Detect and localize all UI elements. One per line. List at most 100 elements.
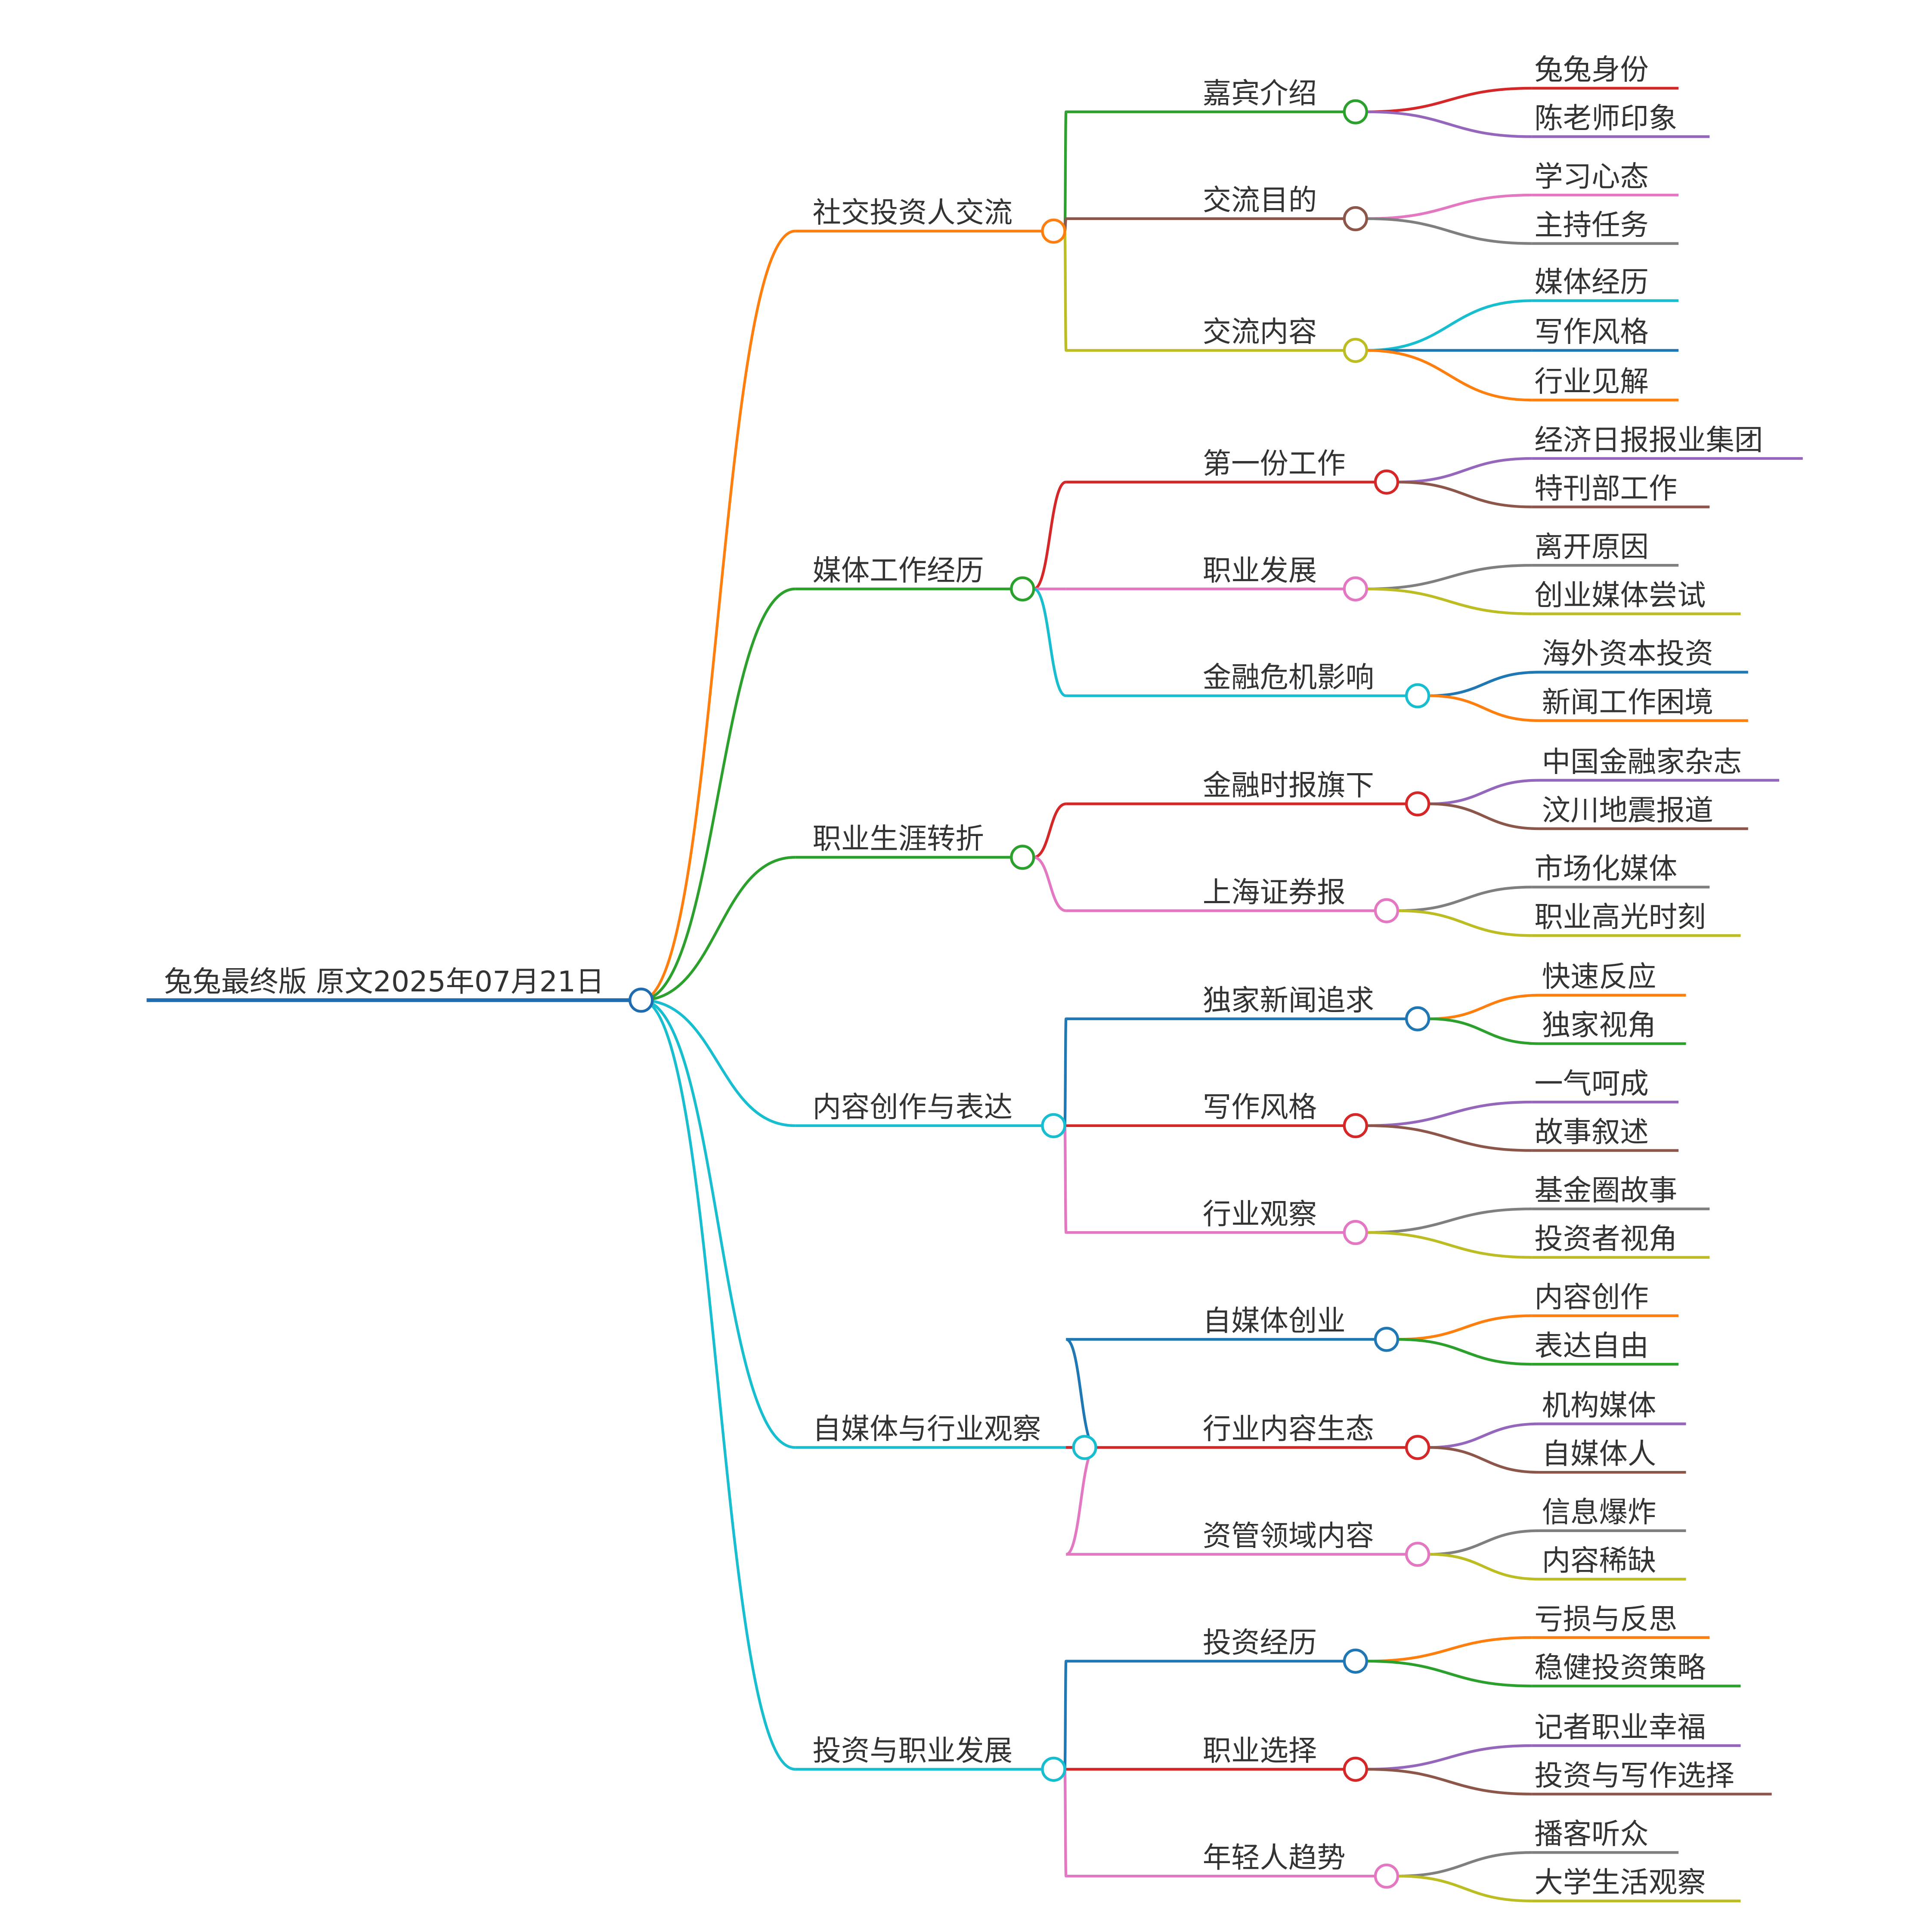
leaf-edge <box>1366 587 1532 615</box>
topic-label[interactable]: 自媒体创业 <box>1203 1304 1346 1338</box>
leaf-label[interactable]: 表达自由 <box>1534 1329 1649 1362</box>
leaf-label[interactable]: 经济日报报业集团 <box>1534 423 1763 457</box>
leaf-edge <box>1366 299 1532 352</box>
branch-label[interactable]: 内容创作与表达 <box>813 1090 1013 1124</box>
leaf-edge <box>1366 1660 1532 1687</box>
leaf-label[interactable]: 稳健投资策略 <box>1534 1650 1706 1684</box>
topic-label[interactable]: 独家新闻追求 <box>1203 983 1374 1017</box>
topic-collapse-knob[interactable] <box>1405 1435 1430 1460</box>
leaf-label[interactable]: 独家视角 <box>1542 1008 1656 1042</box>
leaf-edge <box>1429 1553 1539 1581</box>
branch-collapse-knob[interactable] <box>1041 218 1066 244</box>
topic-collapse-knob[interactable] <box>1405 1006 1430 1031</box>
topic-label[interactable]: 投资经历 <box>1203 1626 1317 1660</box>
topic-collapse-knob[interactable] <box>1374 1863 1399 1889</box>
leaf-label[interactable]: 播客听众 <box>1534 1817 1649 1851</box>
branch-edge <box>641 856 796 1002</box>
topic-collapse-knob[interactable] <box>1374 898 1399 923</box>
leaf-label[interactable]: 学习心态 <box>1534 160 1649 193</box>
leaf-edge <box>1366 1768 1532 1796</box>
topic-collapse-knob[interactable] <box>1374 1327 1399 1352</box>
leaf-label[interactable]: 兔兔身份 <box>1534 53 1649 87</box>
root-collapse-knob[interactable] <box>629 988 654 1013</box>
root-label[interactable]: 兔兔最终版 原文2025年07月21日 <box>164 965 604 998</box>
topic-label[interactable]: 交流目的 <box>1203 183 1317 217</box>
topic-edge <box>1063 1017 1068 1127</box>
leaf-label[interactable]: 亏损与反思 <box>1534 1602 1677 1636</box>
topic-collapse-knob[interactable] <box>1343 1113 1368 1139</box>
topic-label[interactable]: 行业内容生态 <box>1203 1412 1374 1446</box>
topic-collapse-knob[interactable] <box>1343 337 1368 363</box>
branch-collapse-knob[interactable] <box>1010 845 1035 870</box>
leaf-label[interactable]: 离开原因 <box>1534 530 1649 564</box>
topic-label[interactable]: 第一份工作 <box>1203 447 1346 480</box>
topic-edge <box>1033 856 1066 912</box>
topic-collapse-knob[interactable] <box>1405 683 1430 709</box>
topic-label[interactable]: 金融时报旗下 <box>1203 768 1374 802</box>
leaf-label[interactable]: 自媒体人 <box>1542 1437 1656 1471</box>
branch-collapse-knob[interactable] <box>1041 1113 1066 1139</box>
branch-label[interactable]: 媒体工作经历 <box>813 554 984 587</box>
topic-collapse-knob[interactable] <box>1405 791 1430 817</box>
topic-collapse-knob[interactable] <box>1374 469 1399 495</box>
leaf-label[interactable]: 快速反应 <box>1542 960 1656 994</box>
topic-label[interactable]: 金融危机影响 <box>1203 660 1374 694</box>
topic-label[interactable]: 年轻人趋势 <box>1203 1841 1346 1874</box>
topic-label[interactable]: 交流内容 <box>1203 315 1317 349</box>
topic-collapse-knob[interactable] <box>1343 1756 1368 1782</box>
topic-edge <box>1063 229 1068 352</box>
leaf-label[interactable]: 大学生活观察 <box>1534 1866 1706 1899</box>
topic-collapse-knob[interactable] <box>1343 1648 1368 1674</box>
branch-collapse-knob[interactable] <box>1041 1756 1066 1782</box>
leaf-label[interactable]: 中国金融家杂志 <box>1542 745 1742 778</box>
leaf-label[interactable]: 基金圈故事 <box>1534 1173 1677 1207</box>
leaf-edge <box>1397 1314 1532 1341</box>
leaf-edge <box>1429 779 1539 805</box>
leaf-label[interactable]: 创业媒体尝试 <box>1534 579 1706 612</box>
leaf-label[interactable]: 投资者视角 <box>1534 1222 1677 1256</box>
topic-label[interactable]: 资管领域内容 <box>1203 1519 1374 1552</box>
leaf-label[interactable]: 故事叙述 <box>1534 1115 1649 1149</box>
leaf-label[interactable]: 写作风格 <box>1534 315 1649 349</box>
leaf-label[interactable]: 海外资本投资 <box>1542 637 1713 670</box>
topic-label[interactable]: 行业观察 <box>1203 1197 1317 1231</box>
leaf-label[interactable]: 一气呵成 <box>1534 1067 1649 1100</box>
leaf-edge <box>1366 1208 1532 1234</box>
leaf-edge <box>1366 193 1532 220</box>
topic-collapse-knob[interactable] <box>1405 1542 1430 1567</box>
leaf-label[interactable]: 市场化媒体 <box>1534 852 1677 886</box>
leaf-label[interactable]: 机构媒体 <box>1542 1388 1656 1422</box>
topic-label[interactable]: 嘉宾介绍 <box>1203 77 1317 110</box>
topic-label[interactable]: 职业发展 <box>1203 554 1317 587</box>
leaf-edge <box>1429 994 1539 1020</box>
leaf-label[interactable]: 媒体经历 <box>1534 265 1649 299</box>
topic-collapse-knob[interactable] <box>1343 206 1368 232</box>
topic-edge <box>1033 480 1067 591</box>
leaf-label[interactable]: 投资与写作选择 <box>1534 1759 1734 1792</box>
topic-collapse-knob[interactable] <box>1343 1220 1368 1245</box>
leaf-label[interactable]: 行业见解 <box>1534 365 1649 398</box>
topic-label[interactable]: 职业选择 <box>1203 1734 1317 1768</box>
leaf-label[interactable]: 内容稀缺 <box>1542 1544 1656 1577</box>
topic-collapse-knob[interactable] <box>1343 576 1368 602</box>
leaf-edge <box>1366 217 1532 245</box>
branch-label[interactable]: 社交投资人交流 <box>813 196 1013 229</box>
leaf-label[interactable]: 内容创作 <box>1534 1280 1649 1314</box>
leaf-label[interactable]: 陈老师印象 <box>1534 101 1677 135</box>
leaf-label[interactable]: 记者职业幸福 <box>1534 1710 1706 1744</box>
topic-label[interactable]: 写作风格 <box>1203 1090 1317 1124</box>
leaf-label[interactable]: 新闻工作困境 <box>1542 685 1713 719</box>
branch-label[interactable]: 职业生涯转折 <box>813 822 984 855</box>
leaf-label[interactable]: 职业高光时刻 <box>1534 900 1706 934</box>
leaf-label[interactable]: 主持任务 <box>1534 208 1649 242</box>
leaf-label[interactable]: 特刊部工作 <box>1534 471 1677 505</box>
branch-collapse-knob[interactable] <box>1010 576 1035 602</box>
branch-edge <box>641 587 796 1002</box>
branch-label[interactable]: 自媒体与行业观察 <box>813 1412 1041 1446</box>
leaf-label[interactable]: 汶川地震报道 <box>1542 793 1713 827</box>
topic-collapse-knob[interactable] <box>1343 99 1368 124</box>
topic-label[interactable]: 上海证券报 <box>1203 875 1346 909</box>
branch-label[interactable]: 投资与职业发展 <box>813 1734 1013 1768</box>
branch-collapse-knob[interactable] <box>1072 1435 1097 1460</box>
leaf-label[interactable]: 信息爆炸 <box>1542 1495 1656 1529</box>
